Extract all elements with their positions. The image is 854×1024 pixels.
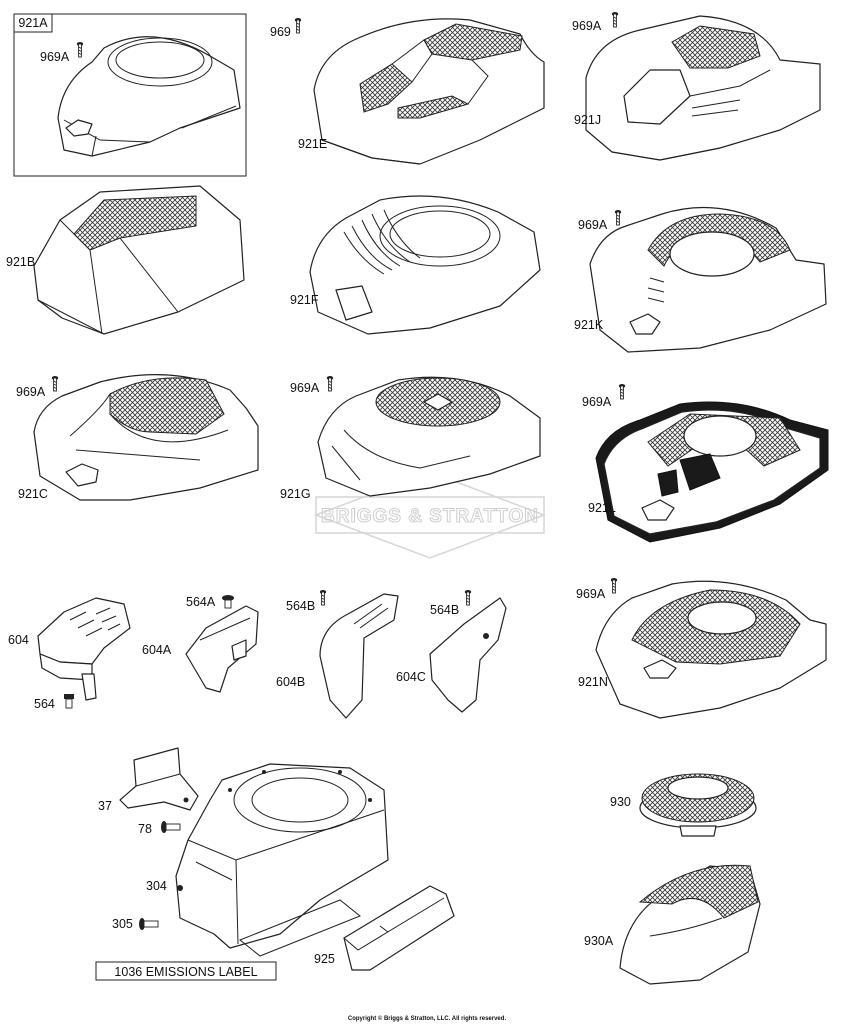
label-604a: 604A <box>142 643 172 657</box>
copyright-text: Copyright © Briggs & Stratton, LLC. All … <box>348 1015 507 1022</box>
label-921n: 921N <box>578 675 608 689</box>
label-564b-604b: 564B <box>286 599 315 613</box>
label-969: 969 <box>270 25 291 39</box>
label-78: 78 <box>138 822 152 836</box>
label-969a-921j: 969A <box>572 19 602 33</box>
part-921k <box>589 206 827 353</box>
part-604c <box>429 589 507 713</box>
part-304 <box>175 763 389 957</box>
label-969a-921g: 969A <box>290 381 320 395</box>
part-921b <box>33 185 245 335</box>
watermark-logo: BRIGGS & STRATTON <box>313 471 547 559</box>
watermark-text: BRIGGS & STRATTON <box>321 506 539 527</box>
part-37 <box>119 747 199 811</box>
part-921n <box>595 577 827 719</box>
screw-305 <box>139 918 159 930</box>
callout-labels: 969A 969 921E 969A 921J 921B 921F 969A 9… <box>6 19 631 966</box>
emissions-label-box: 1036 EMISSIONS LABEL <box>95 961 277 981</box>
label-969a-inset: 969A <box>40 50 70 64</box>
label-564a: 564A <box>186 595 216 609</box>
label-304: 304 <box>146 879 167 893</box>
label-930: 930 <box>610 795 631 809</box>
part-921j <box>585 11 821 161</box>
label-604c: 604C <box>396 670 426 684</box>
part-930 <box>639 773 757 837</box>
emissions-label-text: 1036 EMISSIONS LABEL <box>114 965 257 979</box>
label-604b: 604B <box>276 675 305 689</box>
part-921a-inset: 921A <box>13 13 247 177</box>
label-921k: 921K <box>574 318 604 332</box>
label-969a-921c: 969A <box>16 385 46 399</box>
label-969a-921k: 969A <box>578 218 608 232</box>
part-604b <box>319 589 399 719</box>
part-921l <box>595 383 829 543</box>
label-37: 37 <box>98 799 112 813</box>
part-921c <box>33 374 259 501</box>
label-921b: 921B <box>6 255 35 269</box>
label-930a: 930A <box>584 934 614 948</box>
screw-564 <box>64 694 74 709</box>
label-921l: 921L <box>588 501 616 515</box>
label-921f: 921F <box>290 293 319 307</box>
label-604: 604 <box>8 633 29 647</box>
label-921e: 921E <box>298 137 327 151</box>
label-969a-921n: 969A <box>576 587 606 601</box>
part-921f <box>309 195 541 335</box>
part-921g <box>317 375 541 497</box>
part-921e <box>294 17 545 165</box>
label-564b-604c: 564B <box>430 603 459 617</box>
label-921g: 921G <box>280 487 311 501</box>
part-930a <box>619 864 761 985</box>
label-305: 305 <box>112 917 133 931</box>
label-921c: 921C <box>18 487 48 501</box>
part-604 <box>37 597 131 709</box>
label-564: 564 <box>34 697 55 711</box>
screw-564a <box>222 595 234 609</box>
label-921j: 921J <box>574 113 601 127</box>
part-925 <box>343 885 455 971</box>
part-604a <box>185 595 259 693</box>
inset-label: 921A <box>18 16 48 30</box>
label-969a-921l: 969A <box>582 395 612 409</box>
screw-78 <box>161 821 181 833</box>
label-925: 925 <box>314 952 335 966</box>
